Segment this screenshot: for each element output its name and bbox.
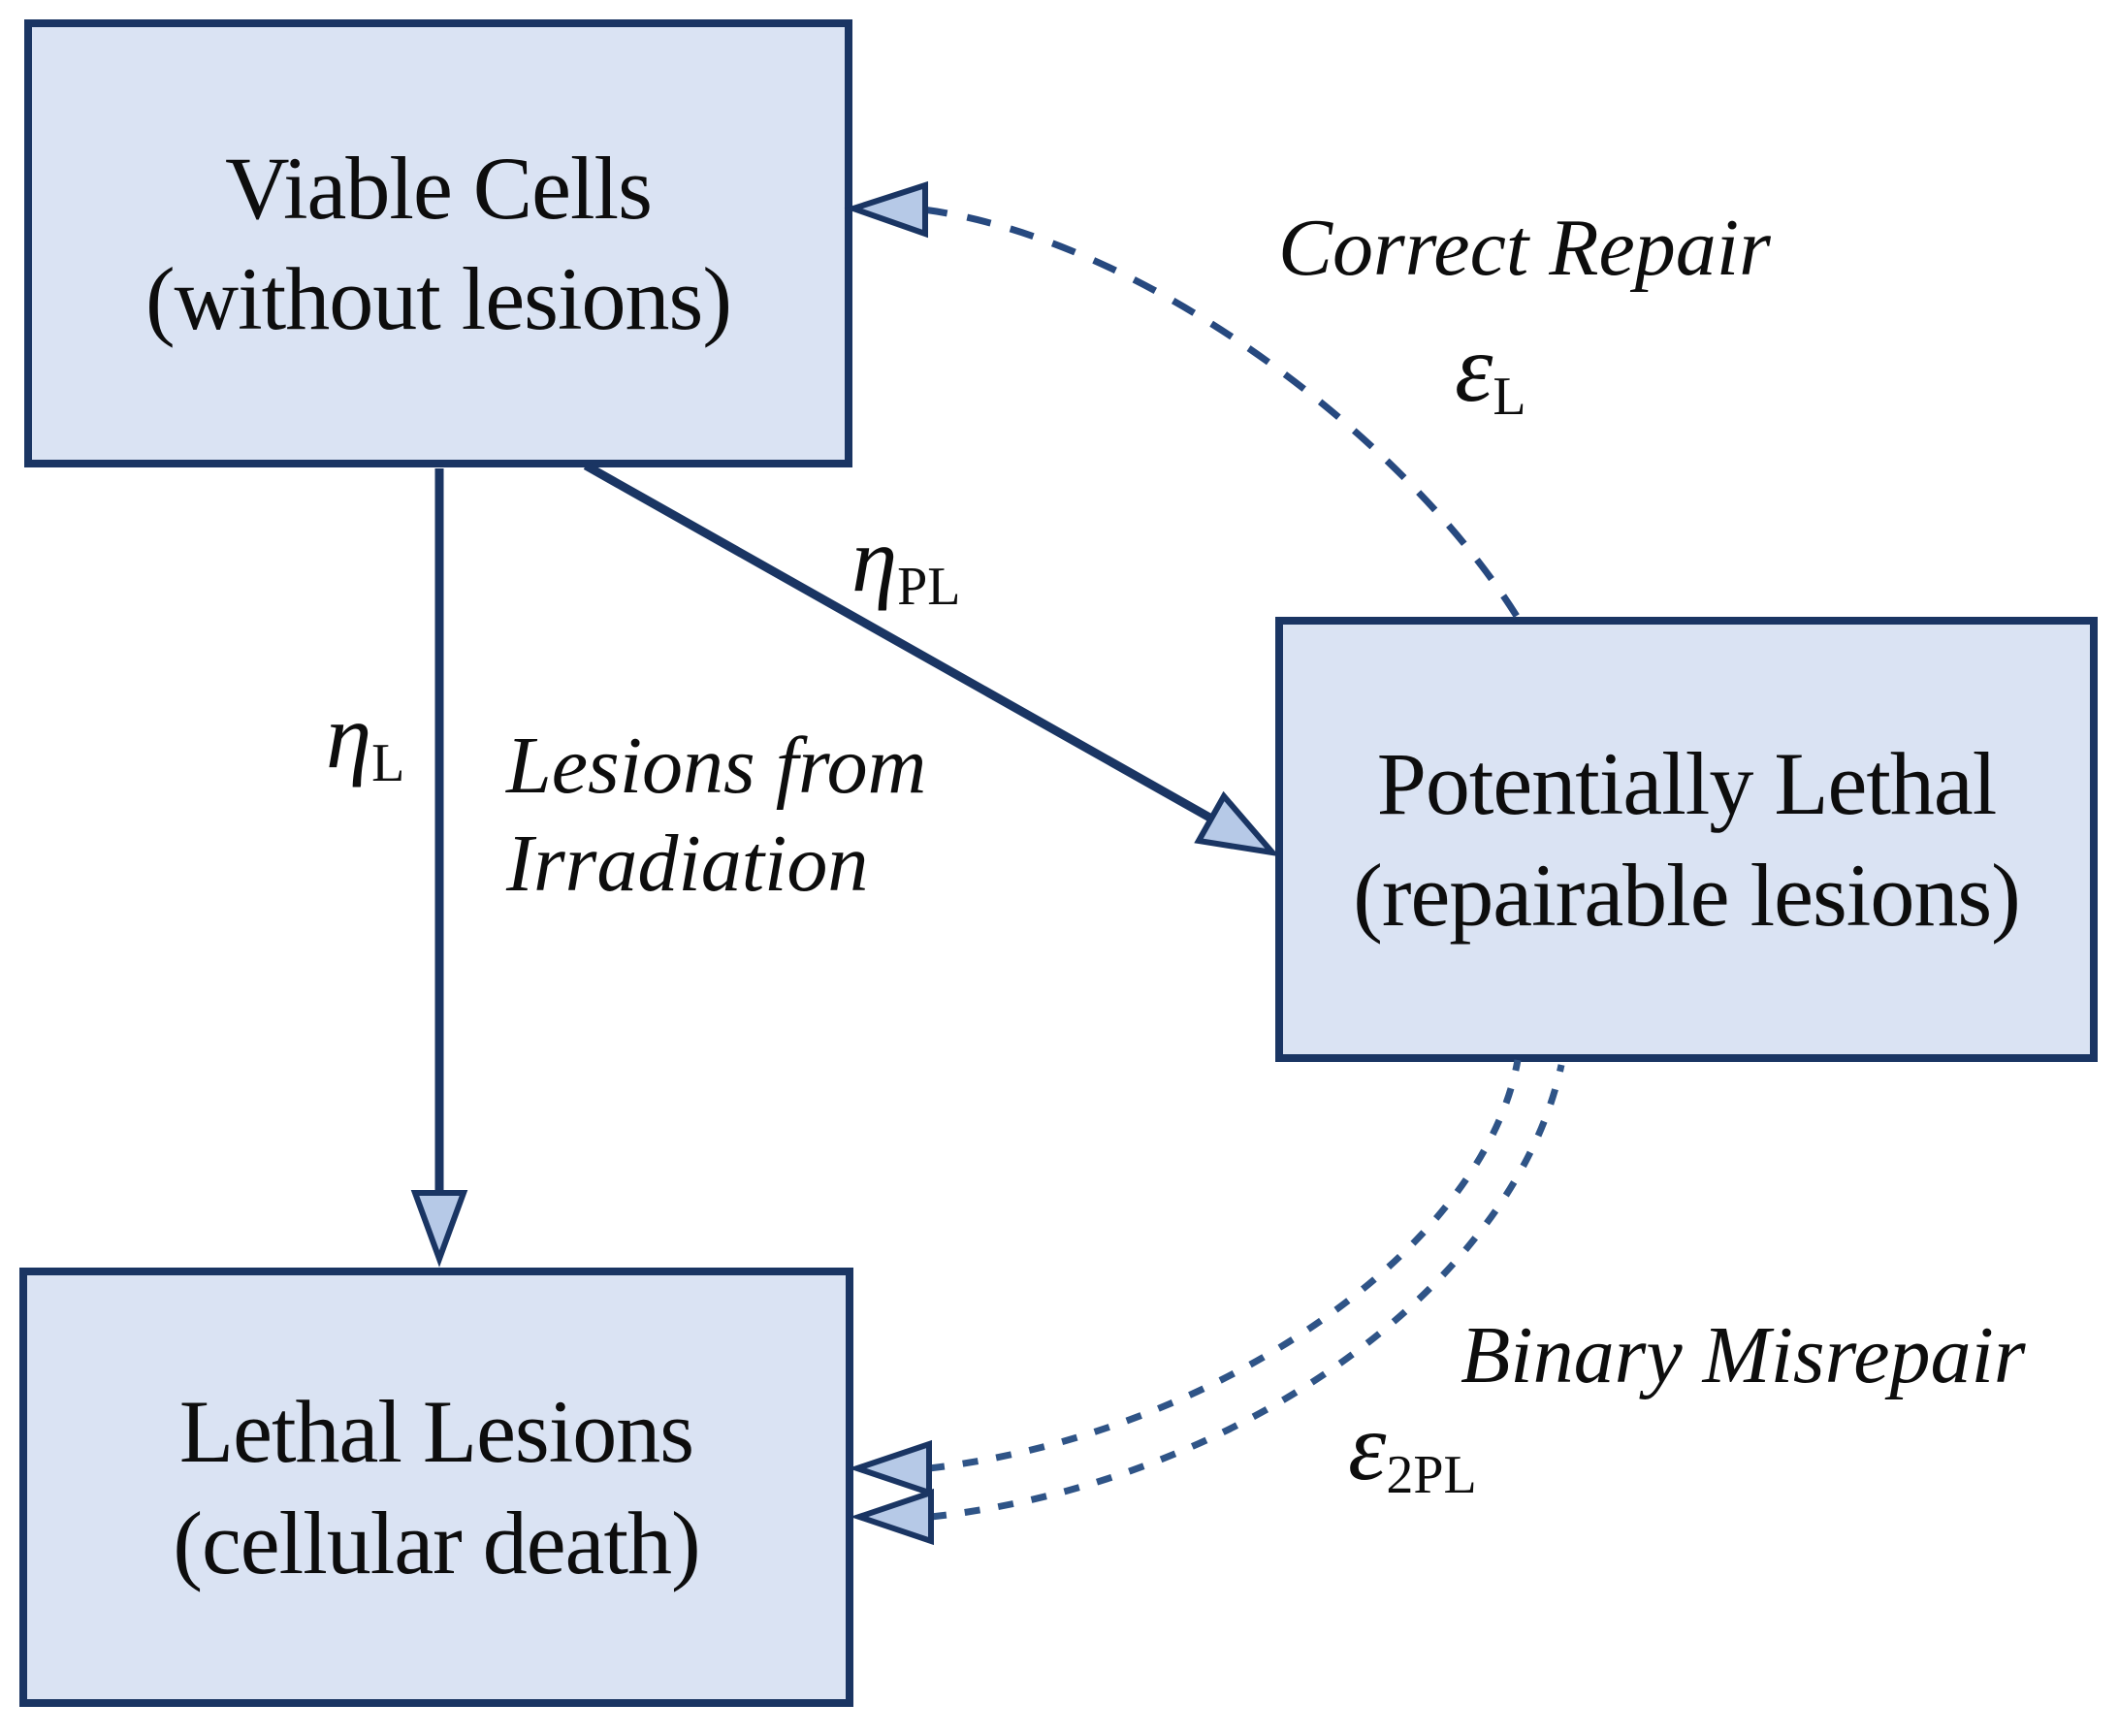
label-rate-eta-L: ηL: [326, 691, 405, 793]
epsilon-symbol: ε: [1348, 1393, 1387, 1500]
epsilon-2PL-subscript: 2PL: [1386, 1445, 1477, 1505]
node-viable-cells-subtitle: (without lesions): [145, 249, 732, 348]
label-rate-epsilon-2PL: ε2PL: [1348, 1398, 1477, 1505]
node-potentially-lethal: Potentially Lethal (repairable lesions): [1275, 617, 2098, 1062]
node-lethal-lesions-title: Lethal Lesions: [178, 1382, 694, 1482]
node-potentially-lethal-subtitle: (repairable lesions): [1353, 845, 2021, 945]
label-lesions-from-irradiation: Lesions from Irradiation: [506, 718, 926, 914]
label-correct-repair: Correct Repair: [1278, 203, 1771, 293]
eta-symbol: η: [851, 508, 898, 611]
epsilon-L-subscript: L: [1493, 367, 1526, 427]
label-binary-misrepair: Binary Misrepair: [1461, 1310, 2026, 1400]
correct-repair-arrowhead-icon: [844, 180, 928, 239]
arrow-eta-L-arrowhead-icon: [410, 1190, 468, 1268]
eta-L-subscript: L: [371, 733, 405, 793]
label-lesions-line2: Irradiation: [506, 818, 869, 909]
label-rate-epsilon-L: εL: [1455, 320, 1526, 427]
node-viable-cells-title: Viable Cells: [225, 138, 653, 238]
node-viable-cells: Viable Cells (without lesions): [24, 19, 852, 467]
epsilon-symbol: ε: [1455, 314, 1493, 422]
node-lethal-lesions-subtitle: (cellular death): [173, 1493, 700, 1592]
binary-misrepair-arrowhead-lower-icon: [850, 1488, 934, 1546]
eta-PL-subscript: PL: [897, 557, 961, 617]
label-rate-eta-PL: ηPL: [851, 514, 961, 617]
binary-misrepair-arrowhead-upper-icon: [848, 1439, 932, 1497]
label-lesions-line1: Lesions from: [506, 721, 927, 811]
eta-symbol: η: [326, 685, 372, 788]
node-lethal-lesions: Lethal Lesions (cellular death): [19, 1268, 853, 1707]
arrow-eta-PL-arrowhead-icon: [1194, 790, 1280, 857]
node-potentially-lethal-title: Potentially Lethal: [1376, 734, 1998, 834]
